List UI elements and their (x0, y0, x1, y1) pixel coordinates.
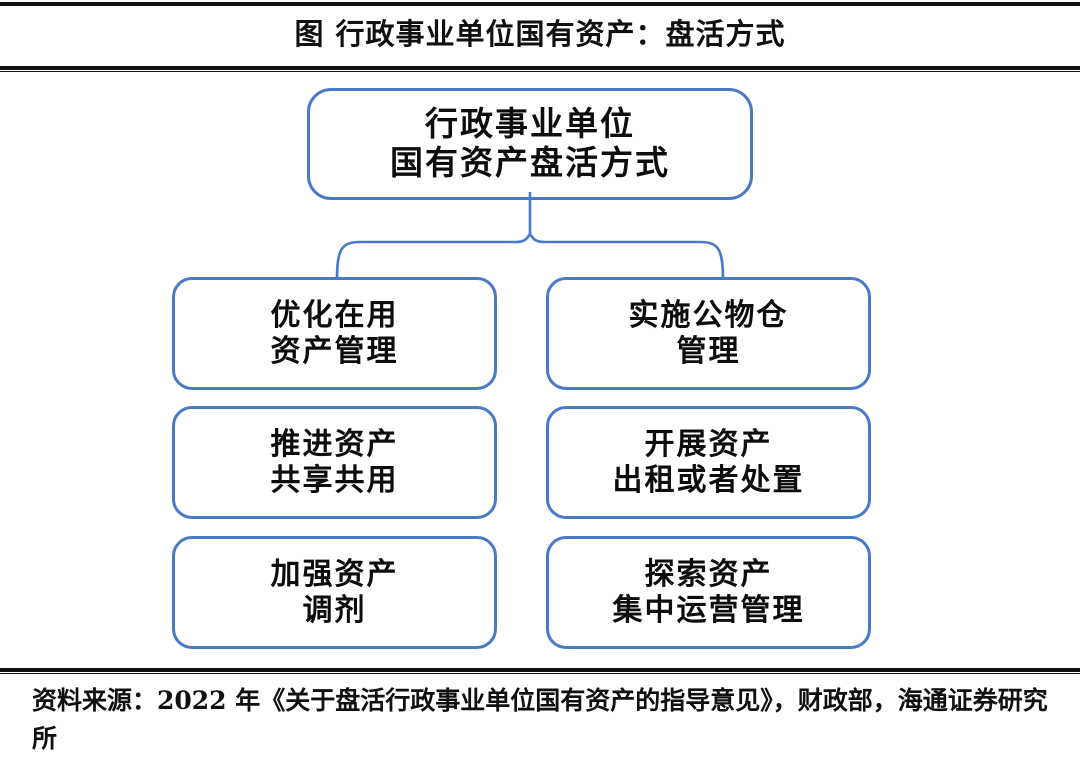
node-branch-3[interactable]: 推进资产 共享共用 (172, 406, 497, 519)
node-branch-5[interactable]: 加强资产 调剂 (172, 536, 497, 649)
node-root[interactable]: 行政事业单位 国有资产盘活方式 (307, 88, 753, 200)
node-branch-4-line2: 出租或者处置 (612, 462, 805, 498)
node-branch-1[interactable]: 优化在用 资产管理 (172, 277, 497, 390)
node-root-line2: 国有资产盘活方式 (390, 143, 670, 182)
source-rule-top (0, 668, 1080, 674)
node-branch-5-line1: 加强资产 (270, 557, 399, 593)
title-rule-top (0, 2, 1080, 6)
node-branch-1-line2: 资产管理 (270, 333, 399, 369)
node-root-line1: 行政事业单位 (425, 104, 635, 144)
node-branch-2[interactable]: 实施公物仓 管理 (546, 277, 871, 390)
node-branch-1-line1: 优化在用 (270, 298, 399, 334)
node-branch-6-line1: 探索资产 (644, 557, 773, 593)
node-branch-6[interactable]: 探索资产 集中运营管理 (546, 536, 871, 649)
node-branch-4-line1: 开展资产 (644, 427, 773, 463)
node-branch-2-line2: 管理 (676, 333, 741, 369)
source-note: 资料来源：2022 年《关于盘活行政事业单位国有资产的指导意见》，财政部，海通证… (32, 686, 1048, 753)
node-branch-6-line2: 集中运营管理 (612, 592, 805, 628)
node-branch-5-line2: 调剂 (302, 592, 367, 628)
org-chart-diagram: 行政事业单位 国有资产盘活方式 优化在用 资产管理 实施公物仓 管理 推进资产 … (0, 72, 1080, 668)
node-branch-4[interactable]: 开展资产 出租或者处置 (546, 406, 871, 519)
title-rule-bottom (0, 66, 1080, 72)
node-branch-3-line2: 共享共用 (270, 462, 399, 498)
page-title: 图 行政事业单位国有资产：盘活方式 (294, 17, 786, 51)
node-branch-2-line1: 实施公物仓 (628, 298, 789, 334)
brace-connector-icon (335, 192, 725, 282)
node-branch-3-line1: 推进资产 (270, 427, 399, 463)
